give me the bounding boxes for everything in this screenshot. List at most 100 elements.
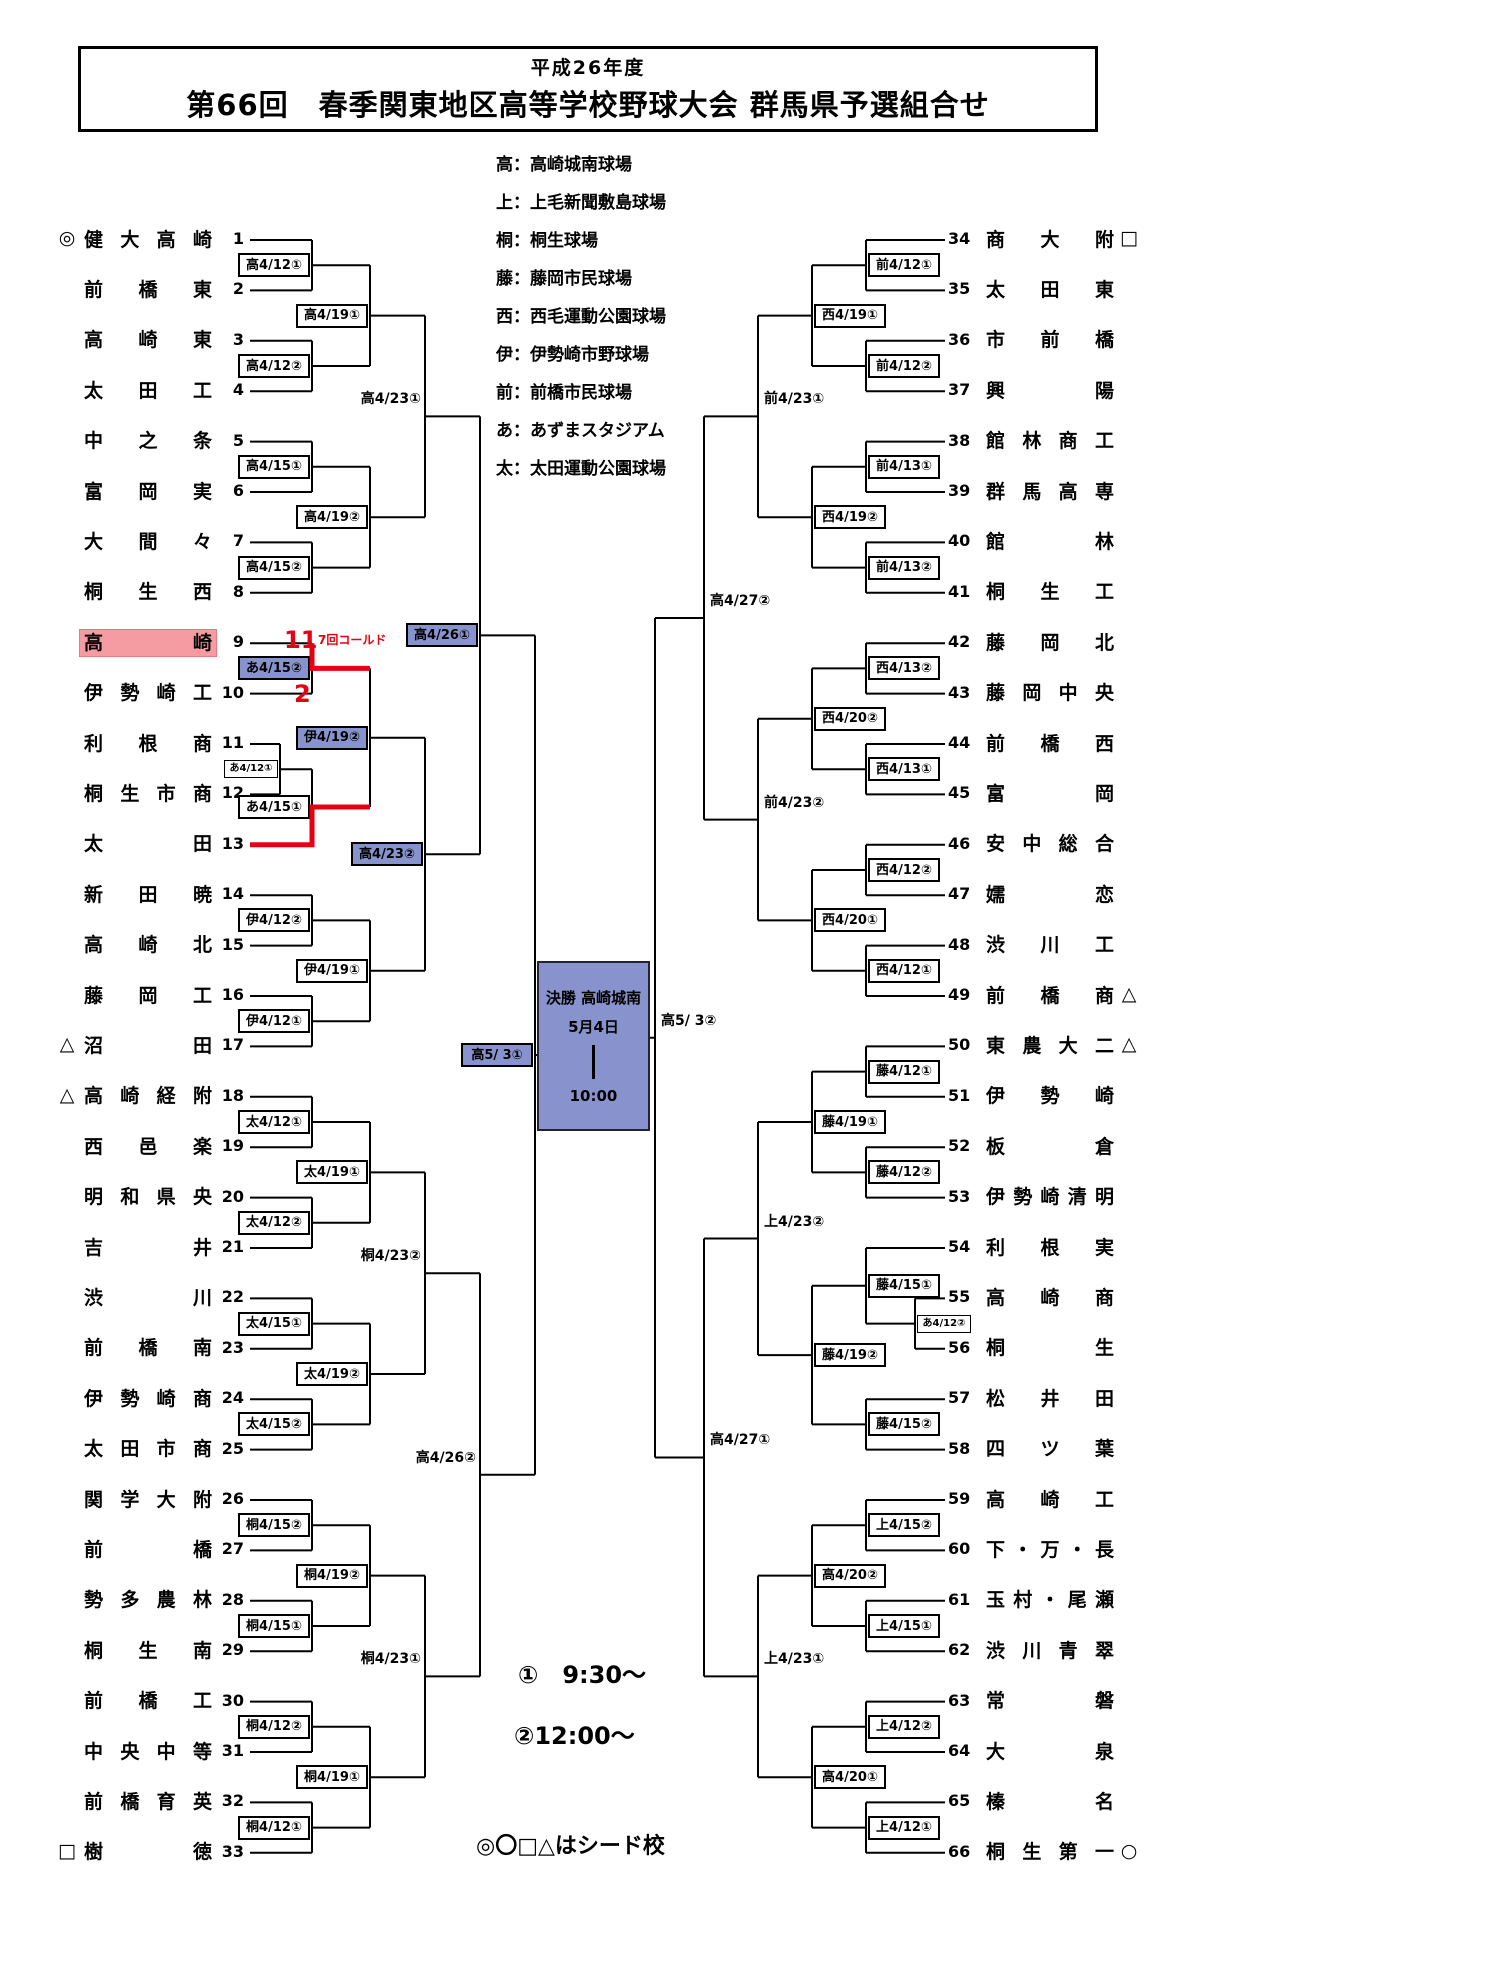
team-number: 50 [948, 1035, 971, 1055]
team-name: 伊勢崎 [986, 1085, 1114, 1108]
match-label: 西4/19② [814, 505, 886, 530]
team-name: 伊勢崎工 [84, 682, 212, 705]
team-number: 16 [221, 985, 244, 1004]
team-number: 51 [948, 1085, 971, 1105]
legend-item: 前：前橋市民球場 [496, 383, 632, 403]
team-number: 35 [948, 279, 971, 299]
team-number: 24 [221, 1388, 244, 1408]
team-number: 18 [221, 1085, 244, 1105]
team-number: 19 [221, 1136, 244, 1156]
team-number: 10 [221, 682, 244, 702]
match-label: あ4/15② [238, 656, 310, 681]
match-label: 藤4/19① [814, 1110, 886, 1134]
final-date: 5月4日 [568, 1018, 619, 1037]
team-name: 明和県央 [84, 1186, 212, 1209]
team-number: 30 [221, 1690, 244, 1710]
note-game2-time: ②12:00～ [514, 1722, 635, 1750]
team-number: 1 [232, 229, 244, 248]
team-number: 26 [221, 1489, 244, 1508]
match-label: 西4/12② [868, 858, 940, 882]
team-number: 29 [221, 1640, 244, 1660]
legend-item: 桐：桐生球場 [496, 231, 598, 251]
match-label: 高4/26① [406, 623, 478, 648]
match-label: 太4/19① [296, 1160, 368, 1185]
team-number: 52 [948, 1136, 971, 1156]
match-label: 上4/12② [868, 1714, 940, 1739]
team-number: 57 [948, 1388, 971, 1408]
match-label: 高5/ 3① [461, 1043, 533, 1068]
team-name: 太田 [84, 833, 212, 856]
team-name: 大泉 [986, 1740, 1114, 1763]
team-name: 伊勢崎清明 [986, 1186, 1114, 1209]
team-number: 56 [948, 1337, 971, 1357]
team-name: 渋川工 [986, 934, 1114, 957]
legend-item: 太：太田運動公園球場 [496, 459, 666, 479]
team-number: 59 [948, 1489, 971, 1508]
team-name: 桐生西 [84, 581, 212, 604]
team-name: 藤岡北 [986, 631, 1114, 654]
team-name: 太田工 [84, 379, 212, 402]
team-name: 高崎経附 [84, 1085, 212, 1108]
match-label: 桐4/15② [238, 1513, 310, 1538]
match-label: あ4/12② [917, 1314, 971, 1333]
match-label: 前4/12② [868, 354, 940, 378]
team-seed-mark: □ [58, 1839, 76, 1862]
team-name: 常磐 [986, 1690, 1114, 1713]
team-name: 前橋 [84, 1538, 212, 1561]
team-number: 33 [221, 1841, 244, 1861]
match-label: 太4/12① [238, 1110, 310, 1134]
team-name: 前橋育英 [84, 1790, 212, 1813]
team-name: 館林商工 [986, 430, 1114, 453]
team-number: 37 [948, 380, 971, 400]
match-label: 西4/13② [868, 656, 940, 681]
final-time: 10:00 [569, 1087, 618, 1106]
note-game1-time: ① 9:30～ [518, 1661, 647, 1689]
legend-item: 高：高崎城南球場 [496, 155, 632, 175]
team-name: 富岡実 [84, 480, 212, 503]
team-name: 健大高崎 [84, 228, 212, 251]
team-number: 42 [948, 632, 971, 652]
score-note: 7回コールド [318, 633, 387, 648]
team-number: 8 [232, 581, 244, 601]
match-label: 太4/19② [296, 1362, 368, 1386]
team-number: 38 [948, 430, 971, 450]
match-label: 高4/27① [710, 1432, 771, 1449]
team-name: 渋川青翠 [986, 1639, 1114, 1662]
match-label: 藤4/12② [868, 1160, 940, 1185]
match-label: 高4/20① [814, 1765, 886, 1790]
team-name: 桐生 [986, 1337, 1114, 1360]
team-number: 21 [221, 1237, 244, 1256]
team-name: 桐生工 [986, 581, 1114, 604]
team-name: 前橋南 [84, 1337, 212, 1360]
match-label: 伊4/12① [238, 1009, 310, 1034]
team-number: 32 [221, 1791, 244, 1811]
team-name: 太田東 [986, 278, 1114, 301]
match-label: 桐4/23① [360, 1651, 421, 1668]
team-seed-mark: △ [1121, 983, 1137, 1005]
team-name: 富岡 [986, 782, 1114, 805]
title-year: 平成26年度 [530, 57, 646, 79]
team-number: 36 [948, 329, 971, 349]
legend-item: 藤：藤岡市民球場 [496, 269, 632, 289]
team-number: 47 [948, 884, 971, 904]
team-name: 嬬恋 [986, 883, 1114, 906]
team-number: 62 [948, 1640, 971, 1660]
team-seed-mark: △ [59, 1083, 75, 1106]
team-seed-mark: ◎ [58, 227, 76, 249]
team-name: 東農大二 [986, 1034, 1114, 1057]
match-label: あ4/12① [224, 760, 278, 779]
team-name: 桐生第一 [986, 1841, 1114, 1864]
team-number: 6 [232, 481, 244, 500]
page-title: 第66回 春季関東地区高等学校野球大会 群馬県予選組合せ [186, 88, 990, 122]
team-number: 34 [948, 229, 971, 248]
legend-item: あ：あずまスタジアム [496, 421, 665, 441]
score-winner: 11 [284, 626, 318, 655]
match-label: 伊4/12② [238, 908, 310, 933]
team-name: 商大附 [986, 228, 1114, 251]
match-label: 前4/23② [764, 794, 825, 811]
legend-item: 西：西毛運動公園球場 [496, 307, 666, 327]
team-name: 高崎東 [84, 329, 212, 352]
legend-item: 伊：伊勢崎市野球場 [496, 345, 649, 365]
team-number: 11 [221, 733, 244, 752]
